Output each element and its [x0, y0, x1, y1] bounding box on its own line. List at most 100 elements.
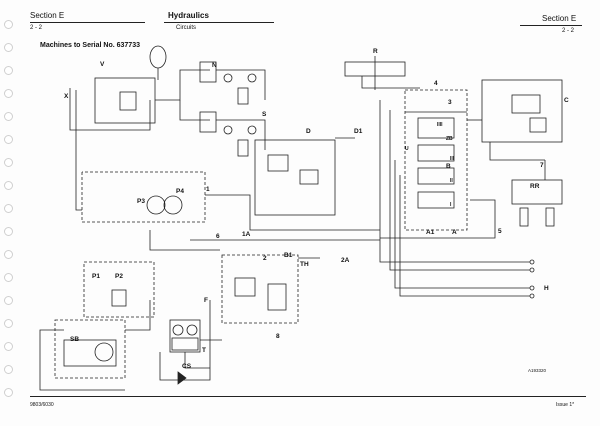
header-rule-left [30, 22, 145, 23]
ram-right [545, 207, 555, 227]
binder-hole [4, 158, 13, 167]
label-t: T [202, 347, 206, 354]
steering-unit [63, 339, 117, 367]
label-h: H [544, 285, 549, 292]
steering-box-sb [54, 319, 126, 379]
label-spool-iiii: IIII [437, 122, 443, 128]
label-8: 8 [276, 333, 280, 340]
label-p1: P1 [92, 273, 100, 280]
pipe [389, 110, 530, 271]
brake-cylinder [223, 73, 233, 83]
binder-hole [4, 181, 13, 190]
diagram-heading: Machines to Serial No. 637733 [40, 42, 140, 49]
label-cs: CS [182, 363, 192, 370]
binder-hole [4, 204, 13, 213]
label-sb: SB [70, 336, 79, 343]
brake-cylinder [223, 125, 233, 135]
header-rule-right [520, 25, 582, 26]
binder-hole [4, 342, 13, 351]
pipe [125, 300, 151, 331]
binder-hole [4, 112, 13, 121]
label-1a: 1A [242, 231, 251, 238]
pipe [75, 90, 82, 211]
valve-block-c [481, 79, 563, 143]
section-label-left: Section E [30, 11, 65, 20]
label-spool-ii: II [450, 178, 453, 184]
label-r: R [373, 48, 378, 55]
pipe [379, 100, 530, 263]
label-x: X [64, 93, 69, 100]
label-p2: P2 [115, 273, 123, 280]
port [529, 259, 535, 265]
label-7: 7 [540, 162, 544, 169]
hydraulic-tank [169, 319, 201, 353]
component-labels: X V N S R 4 3 C D D1 1 2 5 6 7 8 P3 P4 P… [64, 48, 569, 373]
label-1: 1 [206, 186, 210, 193]
binder-hole [4, 250, 13, 259]
valve-spool [234, 277, 256, 297]
drawing-reference: A193320 [528, 368, 547, 373]
valve-spool [267, 154, 289, 172]
binder-hole [4, 388, 13, 397]
ram-rr [511, 179, 563, 205]
label-b1: B1 [284, 252, 293, 259]
label-spool-iii: III [450, 156, 455, 162]
binder-hole [4, 227, 13, 236]
pump-p4 [163, 195, 183, 215]
issue-number: Issue 1* [556, 402, 575, 408]
page-subtitle: Circuits [176, 25, 197, 31]
filter [186, 324, 198, 336]
pipe [39, 329, 125, 391]
label-zb: ZB [446, 136, 453, 142]
actuator [237, 139, 249, 157]
label-4: 4 [434, 80, 438, 87]
label-a: A [452, 229, 457, 236]
page-title: Hydraulics [168, 11, 209, 20]
section-label-right: Section E [542, 14, 577, 23]
valve-spool [511, 94, 541, 114]
port [529, 267, 535, 273]
label-2: 2 [263, 255, 267, 262]
page-number-left: 2 - 2 [30, 25, 43, 31]
label-b: B [446, 163, 451, 170]
page-number-right: 2 - 2 [562, 28, 575, 34]
label-a1: A1 [426, 229, 435, 236]
label-5: 5 [498, 228, 502, 235]
footer-rule [30, 396, 586, 397]
label-d: D [306, 128, 311, 135]
binder-hole [4, 296, 13, 305]
brake-valve-upper [199, 61, 217, 83]
label-v: V [100, 61, 105, 68]
spool-iii [417, 144, 455, 162]
pipe [155, 69, 210, 101]
pipe [489, 142, 545, 161]
check-valve-cs [177, 371, 187, 385]
port [529, 285, 535, 291]
label-s: S [262, 111, 267, 118]
label-p3: P3 [137, 198, 145, 205]
brake-valve-lower [199, 111, 217, 133]
actuator [237, 87, 249, 105]
spool-ii [417, 167, 455, 185]
label-u: U [405, 146, 409, 152]
pump-p3 [146, 195, 166, 215]
label-2a: 2A [341, 257, 350, 264]
pipe [361, 76, 420, 89]
pipe [380, 199, 496, 239]
ram-left [519, 207, 529, 227]
binder-hole [4, 89, 13, 98]
strainer [171, 337, 199, 351]
pipe [159, 300, 211, 381]
label-spool-i: I [450, 202, 452, 208]
pipe [399, 175, 530, 297]
pipe [216, 119, 266, 150]
label-3: 3 [448, 99, 452, 106]
pipe [216, 69, 266, 100]
binder-hole [4, 365, 13, 374]
spool-i [417, 191, 455, 209]
label-p4: P4 [176, 188, 184, 195]
valve-spool [111, 289, 127, 307]
filter [172, 324, 184, 336]
brake-cylinder [247, 73, 257, 83]
